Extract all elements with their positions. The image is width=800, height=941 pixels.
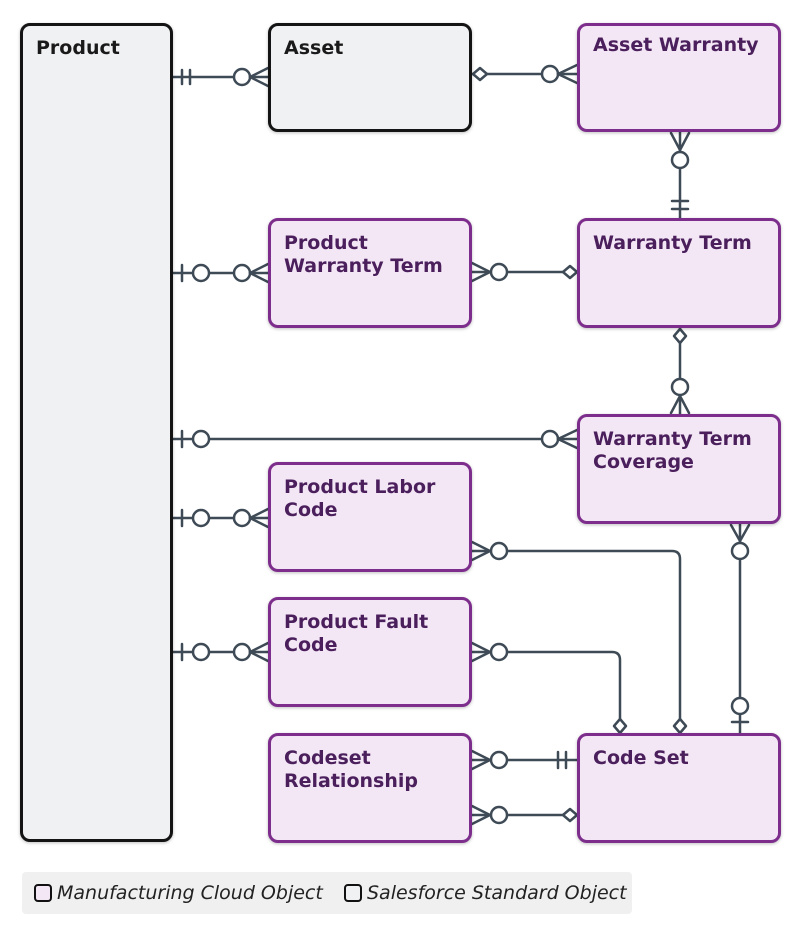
entity-product-labor-code-label: Product Labor Code	[284, 476, 436, 521]
entity-asset-warranty: Asset Warranty	[577, 23, 781, 132]
connector-faultcode-codeset	[470, 641, 628, 735]
legend-swatch-manufacturing	[34, 884, 52, 902]
legend-swatch-standard	[344, 884, 362, 902]
entity-codeset-relationship: Codeset Relationship	[268, 733, 472, 843]
connector-codesetrel-codeset-2	[470, 804, 579, 826]
entity-warranty-term: Warranty Term	[577, 218, 781, 328]
entity-product-warranty-term: Product Warranty Term	[268, 218, 472, 328]
legend-item-standard: Salesforce Standard Object	[344, 872, 627, 914]
entity-product-label: Product	[36, 37, 120, 59]
entity-asset: Asset	[268, 23, 472, 132]
legend: Manufacturing Cloud Object Salesforce St…	[22, 872, 632, 914]
connector-laborcode-codeset	[470, 540, 688, 735]
connector-asset-assetwarranty	[470, 63, 579, 85]
entity-code-set-label: Code Set	[593, 747, 689, 769]
legend-label-standard: Salesforce Standard Object	[367, 882, 627, 904]
entity-warranty-term-coverage-label: Warranty Term Coverage	[593, 428, 752, 473]
entity-product-warranty-term-label: Product Warranty Term	[284, 232, 443, 277]
connector-assetwarranty-warrantyterm	[669, 130, 691, 220]
entity-product-fault-code-label: Product Fault Code	[284, 611, 429, 656]
entity-warranty-term-label: Warranty Term	[593, 232, 752, 254]
entity-product-fault-code: Product Fault Code	[268, 597, 472, 707]
entity-code-set: Code Set	[577, 733, 781, 843]
connector-product-asset	[171, 66, 270, 88]
connector-product-productwarrantyterm	[171, 262, 270, 284]
connector-coverage-codeset	[729, 522, 751, 735]
entity-product: Product	[20, 23, 173, 842]
connector-product-coverage	[171, 428, 579, 450]
entity-warranty-term-coverage: Warranty Term Coverage	[577, 414, 781, 524]
connector-productwarrantyterm-warrantyterm	[470, 261, 579, 283]
connector-warrantyterm-coverage	[669, 326, 691, 416]
entity-asset-label: Asset	[284, 37, 344, 59]
entity-codeset-relationship-label: Codeset Relationship	[284, 747, 418, 792]
legend-item-manufacturing: Manufacturing Cloud Object	[34, 872, 323, 914]
entity-product-labor-code: Product Labor Code	[268, 462, 472, 572]
connector-product-faultcode	[171, 641, 270, 663]
legend-label-manufacturing: Manufacturing Cloud Object	[57, 882, 323, 904]
connector-codesetrel-codeset-1	[470, 749, 579, 771]
entity-asset-warranty-label: Asset Warranty	[593, 34, 759, 56]
connector-product-laborcode	[171, 507, 270, 529]
